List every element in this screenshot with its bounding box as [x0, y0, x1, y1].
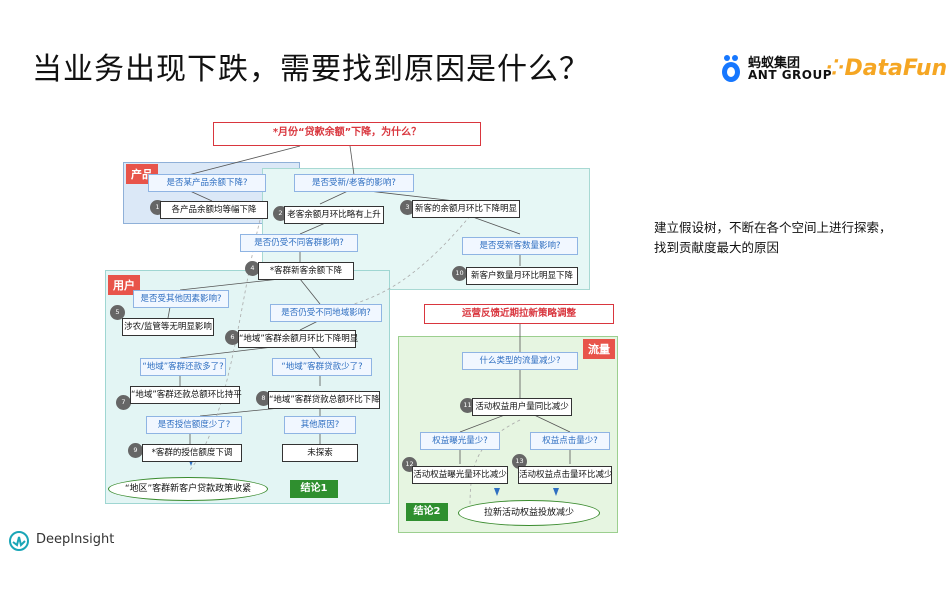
side-note: 建立假设树，不断在各个空间上进行探索， 找到贡献度最大的原因 [654, 218, 934, 258]
datafun-logo-text: DataFun. [844, 56, 946, 81]
finding-8: “地域”客群贷款总额环比下降 [268, 391, 380, 409]
question-other-reason: 其他原因? [284, 416, 356, 434]
finding-3: 新客的余额月环比下降明显 [412, 200, 520, 218]
finding-10: 新客户数量月环比明显下降 [466, 267, 578, 285]
finding-1: 各产品余额均等幅下降 [160, 201, 268, 219]
slide-title: 当业务出现下跌，需要找到原因是什么？ [32, 52, 590, 87]
question-credit-limit: 是否授信额度少了? [146, 416, 242, 434]
ops-feedback: 运营反馈近期拉新策略调整 [424, 304, 614, 324]
conclusion-1-tag: 结论1 [290, 480, 338, 498]
conclusion-1-ellipse: “地区”客群新客户贷款政策收紧 [108, 477, 268, 501]
question-new-customer-count: 是否受新客数量影响? [462, 237, 578, 255]
ant-logo-cn: 蚂蚁集团 [748, 56, 801, 71]
question-new-old-customer: 是否受新/老客的影响? [294, 174, 414, 192]
finding-9: *客群的授信额度下调 [142, 444, 242, 462]
finding-5: 涉农/监管等无明显影响 [122, 318, 214, 336]
ant-group-logo: 蚂蚁集团 ANT GROUP [718, 52, 832, 88]
step-number-5: 5 [110, 305, 125, 320]
ant-logo-en: ANT GROUP [748, 68, 833, 82]
question-region: 是否仍受不同地域影响? [270, 304, 382, 322]
ant-icon [722, 55, 740, 82]
datafun-logo: ⁘DataFun. [826, 56, 946, 81]
question-customer-group: 是否仍受不同客群影响? [240, 234, 358, 252]
step-number-7: 7 [116, 395, 131, 410]
finding-2: 老客余额月环比略有上升 [284, 206, 384, 224]
finding-11: 活动权益用户量同比减少 [472, 398, 572, 416]
question-product-decline: 是否某产品余额下降? [148, 174, 266, 192]
step-number-9: 9 [128, 443, 143, 458]
step-number-10: 10 [452, 266, 467, 281]
step-number-6: 6 [225, 330, 240, 345]
step-number-8: 8 [256, 391, 271, 406]
finding-6: “地域”客群余额月环比下降明显 [238, 330, 358, 348]
finding-unexplored: 未探索 [282, 444, 358, 462]
question-click: 权益点击量少? [530, 432, 610, 450]
conclusion-2-ellipse: 拉新活动权益投放减少 [458, 500, 600, 526]
side-note-line-1: 建立假设树，不断在各个空间上进行探索， [654, 220, 892, 235]
finding-4: *客群新客余额下降 [258, 262, 354, 280]
step-number-3: 3 [400, 200, 415, 215]
root-question: *月份“贷款余额”下降，为什么？ [213, 122, 481, 146]
question-repayment: “地域”客群还款多了? [140, 358, 226, 376]
step-number-13: 13 [512, 454, 527, 469]
side-note-line-2: 找到贡献度最大的原因 [654, 240, 780, 255]
finding-13: 活动权益点击量环比减少 [518, 466, 613, 484]
step-number-4: 4 [245, 261, 260, 276]
question-exposure: 权益曝光量少? [420, 432, 500, 450]
step-number-11: 11 [460, 398, 475, 413]
question-loan-amount: “地域”客群贷款少了? [272, 358, 372, 376]
question-other-factors: 是否受其他因素影响? [133, 290, 229, 308]
tag-traffic: 流量 [583, 339, 615, 359]
deepinsight-text: DeepInsight [36, 532, 115, 547]
finding-12: 活动权益曝光量环比减少 [412, 466, 508, 484]
tag-user: 用户 [108, 275, 140, 295]
deepinsight-icon [9, 531, 29, 551]
conclusion-2-tag: 结论2 [406, 503, 448, 521]
question-traffic-type: 什么类型的流量减少? [462, 352, 578, 370]
finding-7: “地域”客群还款总额环比持平 [130, 386, 242, 404]
